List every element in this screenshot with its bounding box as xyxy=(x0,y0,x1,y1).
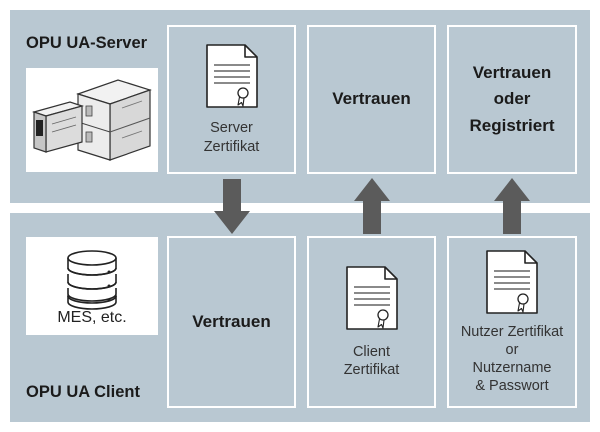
client-certificate-box: Client Zertifikat xyxy=(307,236,436,408)
server-trust-or-registered-line1: Vertrauen xyxy=(472,62,552,82)
certificate-icon xyxy=(345,265,399,331)
arrow-up-icon xyxy=(494,178,530,234)
server-device-panel xyxy=(26,68,158,172)
certificate-icon xyxy=(485,249,539,315)
user-certificate-box: Nutzer Zertifikat or Nutzername & Passwo… xyxy=(447,236,577,408)
server-certificate-label-line1: Server xyxy=(210,120,253,137)
user-certificate-label-line3: Nutzername xyxy=(472,360,552,376)
server-band: OPU UA-Server xyxy=(10,10,590,203)
client-device-panel: MES, etc. xyxy=(26,237,158,335)
client-trust-box: Vertrauen xyxy=(167,236,296,408)
client-device-label: MES, etc. xyxy=(57,309,127,326)
server-trust-or-registered-line2: oder xyxy=(493,89,531,109)
client-certificate-label-line1: Client xyxy=(352,343,391,360)
database-icon xyxy=(67,250,117,310)
certificate-icon xyxy=(205,43,259,109)
client-band: OPU UA Client MES, etc. xyxy=(10,213,590,422)
client-trust-label: Vertrauen xyxy=(192,311,271,331)
server-certificate-label-line2: Zertifikat xyxy=(203,138,260,155)
server-trust-or-registered-line3: Registriert xyxy=(469,115,555,135)
user-certificate-label-line1: Nutzer Zertifikat xyxy=(460,323,564,340)
arrow-up-icon xyxy=(354,178,390,234)
arrow-down-icon xyxy=(214,179,250,234)
client-certificate-label-line2: Zertifikat xyxy=(343,362,400,378)
user-certificate-label-line2: or xyxy=(505,341,519,358)
server-trust-box: Vertrauen xyxy=(307,25,436,174)
server-title: OPU UA-Server xyxy=(26,34,148,52)
server-hardware-icon xyxy=(31,79,152,161)
user-certificate-label-line4: & Passwort xyxy=(475,378,549,395)
client-title: OPU UA Client xyxy=(26,383,140,401)
server-trust-label: Vertrauen xyxy=(332,89,411,109)
server-certificate-box: Server Zertifikat xyxy=(167,25,296,174)
server-trust-or-registered-box: Vertrauen oder Registriert xyxy=(447,25,577,174)
